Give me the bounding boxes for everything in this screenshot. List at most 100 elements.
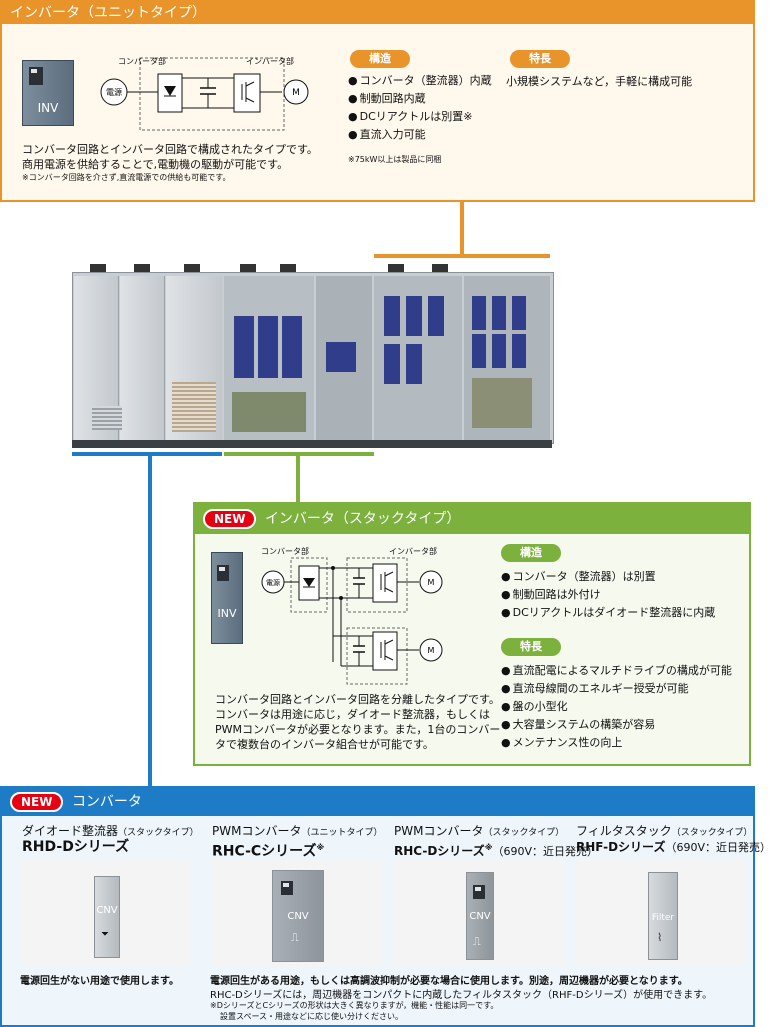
unit-inverter-label: インバータ部 [246, 56, 294, 66]
stack-feature-list: 直流配電によるマルチドライブの構成が可能 直流母線間のエネルギー授受が可能 盤の… [501, 662, 732, 752]
product-3-series: RHC-Dシリーズ [394, 844, 485, 858]
product-2-series: RHC-Cシリーズ [212, 843, 317, 860]
stack-type-header: NEW インバータ（スタックタイプ） [195, 504, 749, 534]
stack-struct-pill: 構造 [501, 544, 561, 562]
converter-panel: NEW コンバータ ダイオード整流器（スタックタイプ） RHD-Dシリーズ CN… [0, 786, 771, 1027]
green-connector [296, 456, 300, 502]
product-2-sup: ※ [316, 843, 325, 852]
stack-type-title: インバータ（スタックタイプ） [264, 511, 461, 527]
product-1-name: ダイオード整流器 [22, 824, 119, 838]
unit-circuit-diagram: コンバータ部 インバータ部 電源 M [100, 56, 309, 131]
product-2-image-box: CNV ⎍ [212, 860, 382, 966]
product-3-sup: ※ [484, 843, 493, 852]
product-2-title: PWMコンバータ（ユニットタイプ） [212, 824, 382, 841]
product-1-series: RHD-Dシリーズ [22, 839, 130, 855]
orange-bar [374, 254, 550, 258]
orange-connector [460, 202, 464, 256]
cabinet-lineup-photo [72, 262, 554, 448]
stack-feature-pill: 特長 [501, 638, 561, 656]
diode-icon [164, 86, 176, 96]
filter-symbol-icon: ⌇ [657, 931, 663, 944]
unit-desc-1: コンバータ回路とインバータ回路で構成されたタイプです。 [22, 143, 318, 156]
igbt-symbol-2-icon: ⎍ [473, 935, 481, 948]
converter-desc-right-2: RHC-Dシリーズには，周辺機器をコンパクトに内蔵したフィルタスタック（RHF-… [210, 990, 713, 1001]
stack-struct-item: DCリアクトルはダイオード整流器に内蔵 [501, 604, 716, 622]
stack-desc-line: コンバータ回路とインバータ回路を分離したタイプです。 [215, 693, 500, 706]
converter-desc-left: 電源回生がない用途で使用します。 [20, 976, 179, 987]
stack-feature-item: メンテナンス性の向上 [501, 734, 732, 752]
green-bar [224, 452, 374, 456]
unit-desc-2: 商用電源を供給することで,電動機の駆動が可能です。 [22, 158, 289, 171]
product-2-cabinet: CNV ⎍ [272, 870, 324, 962]
igbt-icon [241, 81, 255, 103]
product-3-image-box: CNV ⎍ [394, 860, 564, 966]
unit-feature-text: 小規模システムなど，手軽に構成可能 [506, 75, 693, 88]
product-3-type: （スタックタイプ） [483, 828, 565, 838]
product-4-title: フィルタスタック（スタックタイプ） [576, 824, 752, 841]
stack-feature-item: 盤の小型化 [501, 698, 732, 716]
stack-diode-icon [303, 578, 315, 587]
product-4-name: フィルタスタック [576, 824, 672, 838]
stack-struct-list: コンバータ（整流器）は別置 制動回路は外付け DCリアクトルはダイオード整流器に… [501, 568, 716, 622]
unit-type-header: インバータ（ユニットタイプ） [2, 2, 753, 24]
product-1-image-box: CNV ⏷ [22, 860, 190, 966]
product-2-type: （ユニットタイプ） [301, 828, 383, 838]
stack-inverter-label: インバータ部 [389, 546, 437, 556]
product-4-cab-label: Filter [651, 913, 675, 923]
unit-converter-label: コンバータ部 [118, 56, 166, 66]
unit-struct-item: DCリアクトルは別置※ [348, 108, 492, 126]
inverter-stack-cabinet-image: INV [211, 552, 243, 644]
stack-motor-2-icon [419, 638, 443, 662]
product-3-title: PWMコンバータ（スタックタイプ） [394, 824, 564, 841]
stack-feature-item: 直流配電によるマルチドライブの構成が可能 [501, 662, 732, 680]
blue-connector [148, 456, 152, 786]
product-4-image-box: Filter ⌇ [576, 860, 746, 966]
unit-struct-pill: 構造 [350, 50, 410, 68]
stack-desc: コンバータ回路とインバータ回路を分離したタイプです。 コンバータは用途に応じ，ダ… [215, 692, 500, 752]
stack-motor-icon [419, 570, 443, 594]
blue-bar [72, 452, 222, 456]
converter-note-2: 設置スペース・用途などに応じ使い分けください。 [220, 1012, 404, 1021]
stack-type-panel: NEW インバータ（スタックタイプ） INV コンバータ部 インバータ部 電源 … [193, 502, 751, 766]
unit-desc-note: ※コンバータ回路を介さず,直流電源での供給も可能です。 [22, 173, 231, 182]
stack-power-label: 電源 [266, 578, 280, 587]
stack-igbt-icon [380, 571, 394, 593]
stack-struct-item: 制動回路は外付け [501, 586, 715, 604]
stack-converter-label: コンバータ部 [261, 546, 309, 556]
stack-desc-line: PWMコンバータが必要となります。また，1台のコンバー [215, 723, 501, 736]
unit-struct-list: コンバータ（整流器）内蔵 制動回路内蔵 DCリアクトルは別置※ 直流入力可能 [348, 72, 492, 144]
product-4-cabinet: Filter ⌇ [648, 872, 678, 960]
diode-symbol-icon: ⏷ [101, 929, 109, 940]
product-2-series-line: RHC-Cシリーズ※ [212, 840, 324, 860]
product-4-extra: （690V：近日発売） [665, 841, 771, 854]
stack-struct-item: コンバータ（整流器）は別置 [501, 568, 715, 586]
product-1-title: ダイオード整流器（スタックタイプ） [22, 824, 199, 841]
stack-motor-label: M [428, 578, 435, 587]
product-4-series-line: RHF-Dシリーズ（690V：近日発売） [576, 840, 771, 855]
unit-power-label: 電源 [106, 88, 122, 97]
stack-desc-line: タで複数台のインバータ組合せが可能です。 [215, 738, 434, 751]
product-2-name: PWMコンバータ [212, 824, 302, 838]
product-1-type: （スタックタイプ） [118, 828, 199, 838]
unit-struct-item: 制動回路内蔵 [348, 90, 492, 108]
product-3-series-line: RHC-Dシリーズ※（690V：近日発売） [394, 840, 598, 859]
unit-type-title: インバータ（ユニットタイプ） [10, 5, 206, 21]
unit-type-panel: インバータ（ユニットタイプ） INV コンバータ部 インバータ部 電源 M コン… [0, 0, 755, 202]
converter-new-badge: NEW [10, 792, 64, 812]
converter-header: NEW コンバータ [2, 788, 753, 816]
converter-title: コンバータ [71, 794, 142, 810]
product-1-cabinet: CNV ⏷ [94, 876, 120, 958]
inv-cabinet-label: INV [37, 101, 59, 115]
stack-inv-label: INV [217, 607, 237, 620]
stack-circuit-diagram: コンバータ部 インバータ部 電源 M M [261, 546, 443, 685]
product-4-series: RHF-Dシリーズ [576, 840, 666, 854]
converter-note-1: ※DシリーズとCシリーズの形状は大きく異なりますが，機能・性能は同一です。 [210, 1001, 499, 1010]
unit-feature-pill: 特長 [510, 50, 570, 68]
product-1-cab-label: CNV [96, 905, 118, 916]
motor-icon [283, 79, 309, 105]
inverter-unit-cabinet-image: INV [22, 60, 74, 126]
stack-motor-2-label: M [428, 646, 435, 655]
product-2-cab-label: CNV [287, 911, 309, 922]
igbt-symbol-icon: ⎍ [291, 931, 299, 944]
unit-struct-note: ※75kW以上は製品に同梱 [348, 155, 442, 164]
